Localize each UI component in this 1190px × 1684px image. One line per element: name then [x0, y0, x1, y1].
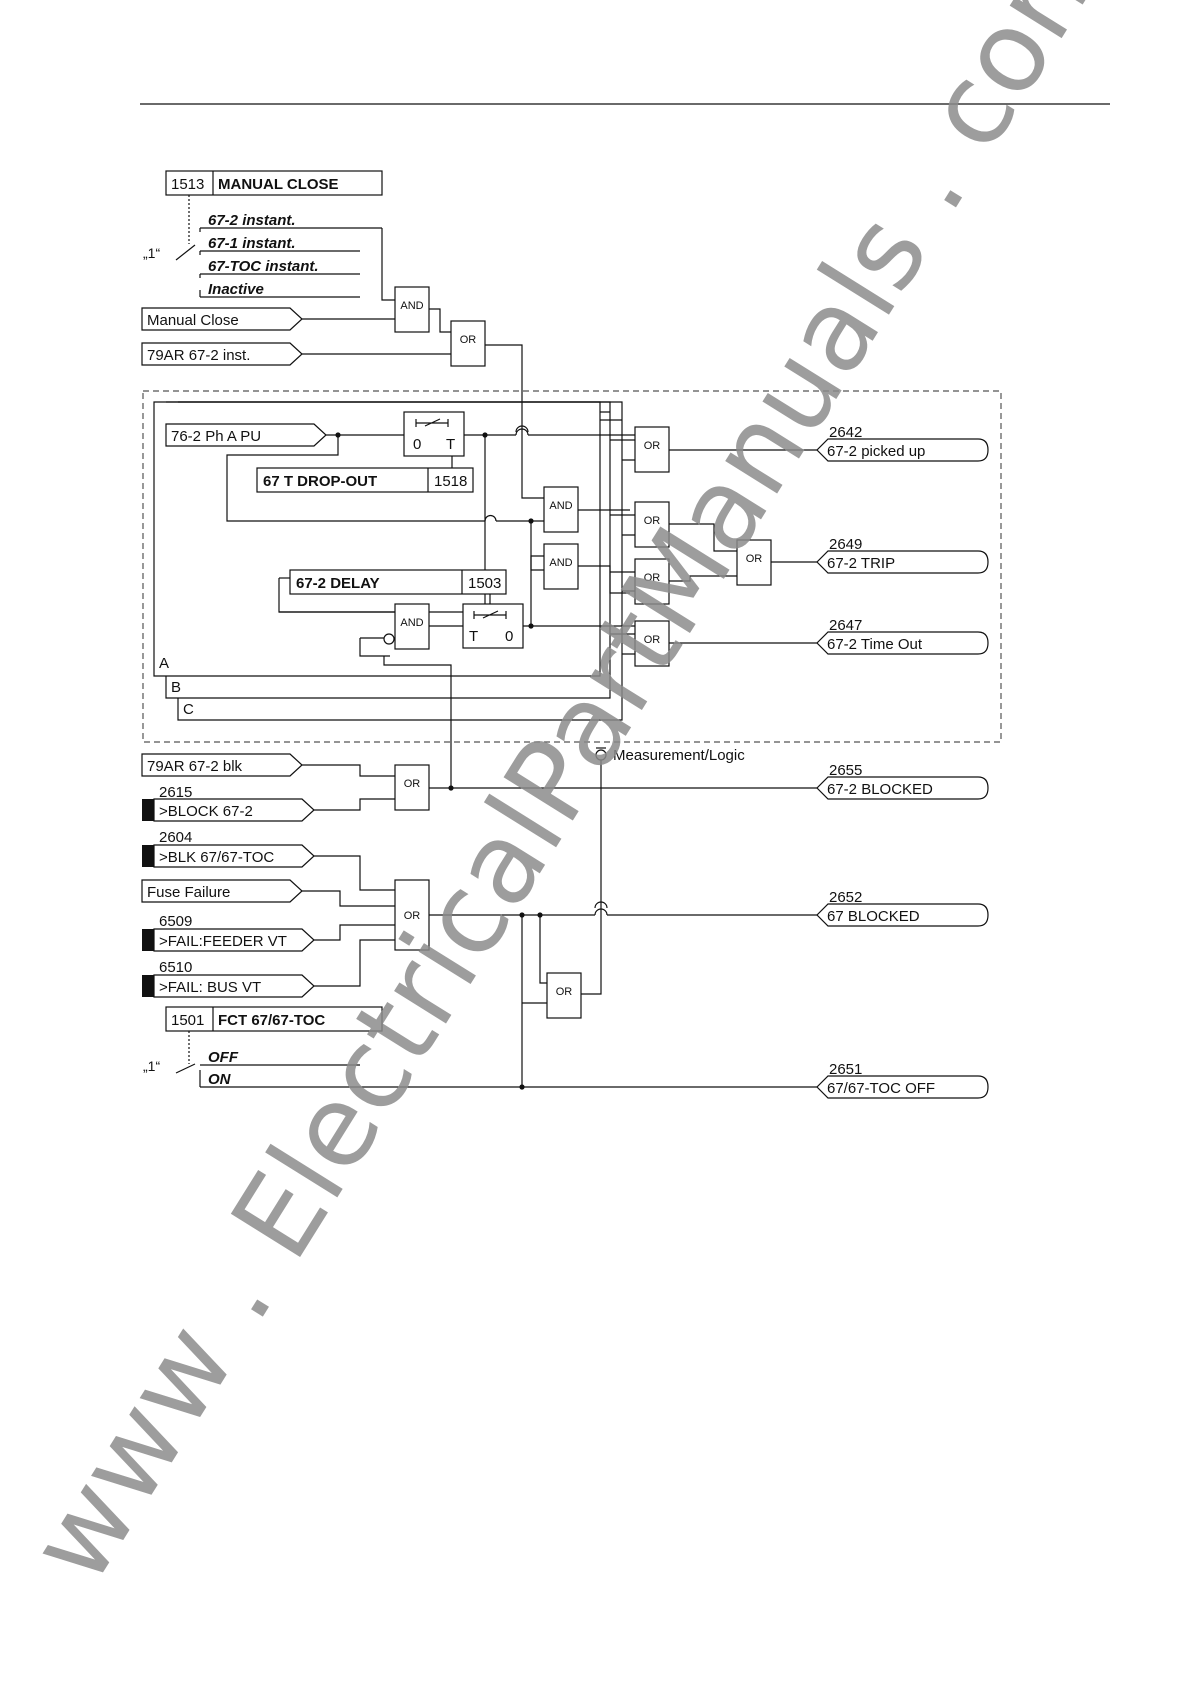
svg-text:6510: 6510 [159, 959, 192, 976]
input-fail-bus-vt: 6510 >FAIL: BUS VT [142, 959, 315, 998]
svg-text:67 BLOCKED: 67 BLOCKED [827, 908, 920, 925]
output-2647: 2647 67-2 Time Out [816, 617, 989, 655]
svg-text:6509: 6509 [159, 913, 192, 930]
svg-text:1501: 1501 [171, 1012, 204, 1029]
svg-text:AND: AND [549, 557, 572, 569]
option-67-2-instant: 67-2 instant. [208, 212, 296, 229]
setting-address: 1513 [171, 176, 204, 193]
input-manual-close: Manual Close [141, 307, 303, 331]
svg-text:>FAIL:FEEDER VT: >FAIL:FEEDER VT [159, 933, 287, 950]
svg-text:2642: 2642 [829, 424, 862, 441]
svg-text:2604: 2604 [159, 829, 192, 846]
input-79ar-inst: 79AR 67-2 inst. [141, 342, 303, 366]
svg-text:OR: OR [460, 334, 477, 346]
output-2655: 2655 67-2 BLOCKED [816, 762, 989, 800]
setting-67-2-delay: 67-2 DELAY 1503 [289, 569, 507, 595]
svg-text:1518: 1518 [434, 473, 467, 490]
svg-text:T: T [446, 436, 455, 453]
setting-fct: 1501 FCT 67/67-TOC „1“ OFF ON [143, 1006, 817, 1088]
input-block-67-2: 2615 >BLOCK 67-2 [142, 784, 315, 822]
svg-text:OR: OR [644, 572, 661, 584]
setting-drop-out: 67 T DROP-OUT 1518 [256, 467, 474, 493]
input-fail-feeder-vt: 6509 >FAIL:FEEDER VT [142, 913, 315, 952]
svg-text:OR: OR [404, 778, 421, 790]
or-gate-time-out: OR [634, 620, 670, 667]
svg-text:2651: 2651 [829, 1061, 862, 1078]
svg-text:FCT 67/67-TOC: FCT 67/67-TOC [218, 1012, 325, 1029]
or-gate-manual-close: OR [450, 320, 486, 367]
svg-text:Fuse Failure: Fuse Failure [147, 884, 230, 901]
svg-text:67-2 TRIP: 67-2 TRIP [827, 555, 895, 572]
svg-text:T: T [469, 628, 478, 645]
svg-text:79AR 67-2 blk: 79AR 67-2 blk [147, 758, 243, 775]
or-gate-trip-b: OR [634, 558, 670, 605]
option-off: OFF [208, 1049, 239, 1066]
phase-label-c: C [183, 701, 194, 718]
svg-text:Manual Close: Manual Close [147, 312, 239, 329]
phase-label-a: A [159, 655, 169, 672]
svg-text:OR: OR [404, 910, 421, 922]
svg-text:67/67-TOC OFF: 67/67-TOC OFF [827, 1080, 935, 1097]
phase-label-b: B [171, 679, 181, 696]
output-2649: 2649 67-2 TRIP [816, 536, 989, 574]
svg-text:76-2 Ph A PU: 76-2 Ph A PU [171, 428, 261, 445]
and-gate-delay: AND [394, 603, 430, 650]
svg-text:2652: 2652 [829, 889, 862, 906]
measurement-logic-label: Measurement/Logic [613, 747, 745, 764]
svg-text:AND: AND [400, 617, 423, 629]
svg-text:OR: OR [556, 986, 573, 998]
measurement-logic-frame [142, 390, 1002, 743]
svg-text:OR: OR [746, 553, 763, 565]
or-gate-blocked: OR [394, 764, 430, 811]
svg-text:79AR 67-2 inst.: 79AR 67-2 inst. [147, 347, 250, 364]
input-fuse-failure: Fuse Failure [141, 879, 303, 903]
timer-delay: T 0 [462, 603, 524, 649]
svg-text:2655: 2655 [829, 762, 862, 779]
or-gate-trip-a: OR [634, 501, 670, 548]
svg-text:AND: AND [400, 300, 423, 312]
svg-text:>BLK 67/67-TOC: >BLK 67/67-TOC [159, 849, 274, 866]
output-2651: 2651 67/67-TOC OFF [816, 1061, 989, 1099]
input-blk-67-67-toc: 2604 >BLK 67/67-TOC [142, 829, 315, 868]
option-67-toc-instant: 67-TOC instant. [208, 258, 319, 275]
option-inactive: Inactive [208, 281, 264, 298]
or-gate-picked-up: OR [634, 426, 670, 473]
input-79ar-blk: 79AR 67-2 blk [141, 753, 303, 777]
or-gate-67-blocked: OR [394, 879, 430, 951]
svg-text:0: 0 [505, 628, 513, 645]
fct-one-label: „1“ [143, 1058, 160, 1074]
svg-text:OR: OR [644, 634, 661, 646]
and-gate-trip-1: AND [543, 486, 579, 533]
setting-one-label: „1“ [143, 245, 160, 261]
input-76-2-ph-a-pu: 76-2 Ph A PU [165, 423, 327, 447]
and-gate-manual-close: AND [394, 286, 430, 333]
output-2652: 2652 67 BLOCKED [816, 889, 989, 927]
svg-text:OR: OR [644, 515, 661, 527]
setting-manual-close: 1513 MANUAL CLOSE „1“ 67-2 instant. 67-1… [143, 170, 383, 298]
svg-text:67 T DROP-OUT: 67 T DROP-OUT [263, 473, 377, 490]
or-gate-trip: OR [736, 539, 772, 586]
svg-text:2615: 2615 [159, 784, 192, 801]
svg-text:67-2 Time Out: 67-2 Time Out [827, 636, 923, 653]
svg-text:2647: 2647 [829, 617, 862, 634]
svg-text:67-2 BLOCKED: 67-2 BLOCKED [827, 781, 933, 798]
svg-text:67-2 DELAY: 67-2 DELAY [296, 575, 380, 592]
and-gate-trip-2: AND [543, 543, 579, 590]
setting-name: MANUAL CLOSE [218, 176, 339, 193]
svg-text:1503: 1503 [468, 575, 501, 592]
output-2642: 2642 67-2 picked up [816, 424, 989, 462]
svg-text:>FAIL: BUS VT: >FAIL: BUS VT [159, 979, 261, 996]
svg-text:0: 0 [413, 436, 421, 453]
svg-text:OR: OR [644, 440, 661, 452]
svg-text:>BLOCK 67-2: >BLOCK 67-2 [159, 803, 253, 820]
svg-text:67-2 picked up: 67-2 picked up [827, 443, 925, 460]
svg-text:2649: 2649 [829, 536, 862, 553]
or-gate-measurement: OR [546, 972, 582, 1019]
option-67-1-instant: 67-1 instant. [208, 235, 296, 252]
option-on: ON [208, 1071, 232, 1088]
svg-text:AND: AND [549, 500, 572, 512]
timer-pickup: 0 T [403, 411, 465, 457]
